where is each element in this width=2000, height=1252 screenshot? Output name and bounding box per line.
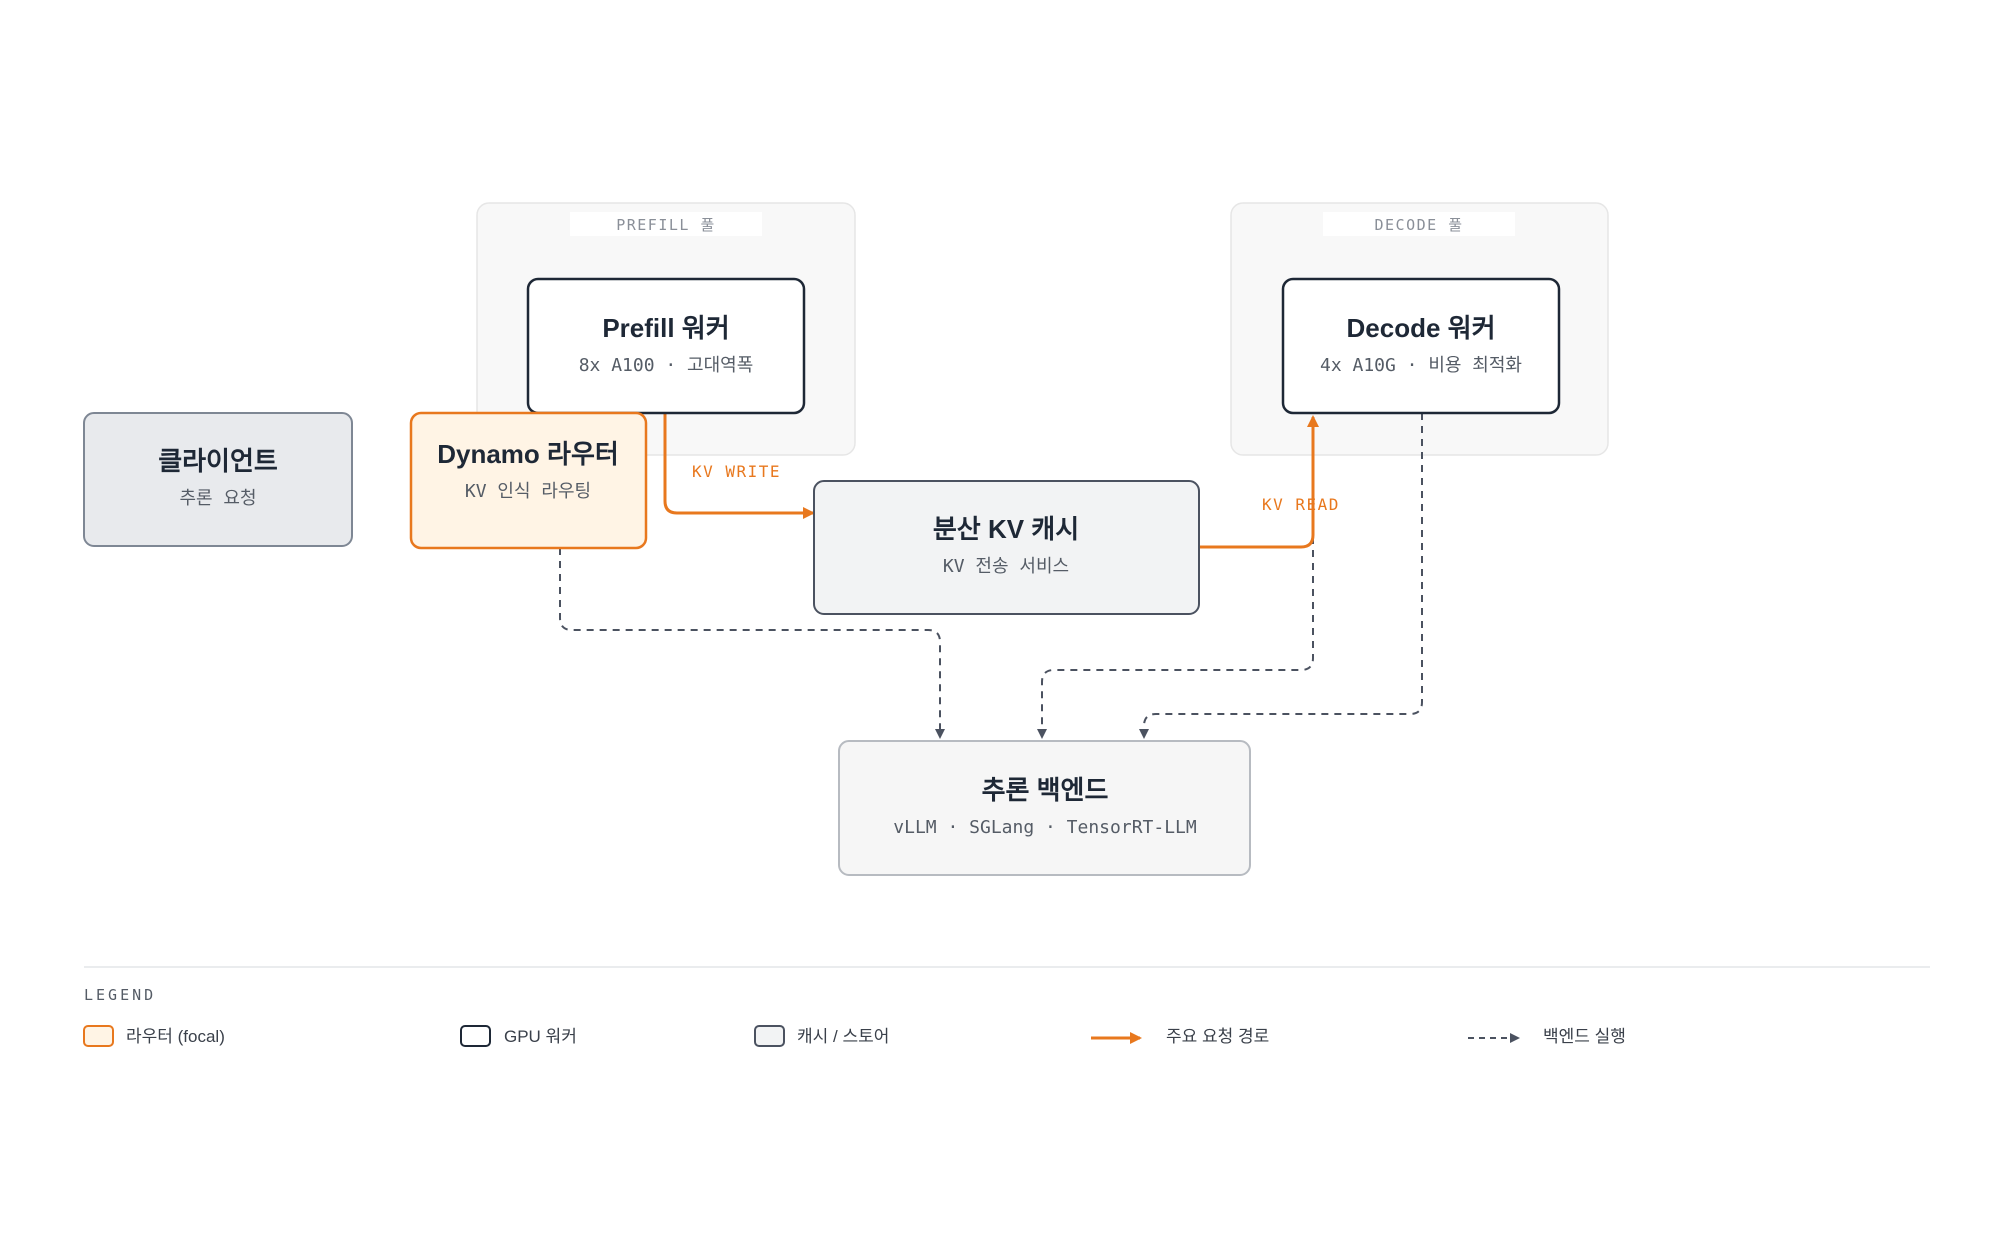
legend-backend-exec-label: 백엔드 실행	[1543, 1027, 1626, 1046]
decode-worker-title: Decode 워커	[1347, 313, 1496, 343]
kv-write-label: KV WRITE	[692, 462, 781, 481]
legend-item-cache: 캐시 / 스토어	[754, 1025, 889, 1047]
legend-gpu-swatch	[460, 1025, 491, 1047]
legend-item-gpu: GPU 워커	[460, 1025, 577, 1047]
router-node: Dynamo 라우터 KV 인식 라우팅	[409, 411, 648, 550]
prefill-pool-label: PREFILL 풀	[616, 216, 716, 234]
router-subtitle: KV 인식 라우팅	[465, 481, 591, 502]
kv-cache-title: 분산 KV 캐시	[933, 514, 1079, 544]
router-title: Dynamo 라우터	[437, 439, 619, 469]
legend-router-swatch	[83, 1025, 114, 1047]
prefill-worker-title: Prefill 워커	[602, 313, 729, 343]
prefill-worker-subtitle: 8x A100 · 고대역폭	[579, 355, 754, 376]
edge-prefill-to-kvcache	[663, 413, 815, 519]
prefill-worker-node: Prefill 워커 8x A100 · 고대역폭	[526, 277, 806, 415]
kv-cache-subtitle: KV 전송 서비스	[943, 556, 1069, 577]
client-title: 클라이언트	[158, 446, 278, 476]
legend: LEGEND 라우터 (focal) GPU 워커 캐시 / 스토어 주요 요청…	[83, 966, 1930, 1047]
decode-pool-label: DECODE 풀	[1374, 216, 1463, 234]
legend-gpu-label: GPU 워커	[504, 1027, 577, 1046]
backend-node: 추론 백엔드 vLLM · SGLang · TensorRT-LLM	[838, 740, 1251, 876]
legend-main-path-label: 주요 요청 경로	[1166, 1027, 1269, 1046]
kv-read-label: KV READ	[1262, 495, 1340, 514]
backend-subtitle: vLLM · SGLang · TensorRT-LLM	[893, 817, 1197, 838]
edge-decode-to-backend-b	[1139, 413, 1423, 739]
decode-worker-node: Decode 워커 4x A10G · 비용 최적화	[1281, 277, 1561, 415]
edge-decode-to-backend-a	[1037, 420, 1314, 739]
edge-kvcache-to-decode	[1199, 415, 1319, 549]
legend-item-router: 라우터 (focal)	[83, 1025, 225, 1047]
legend-router-label: 라우터 (focal)	[126, 1027, 225, 1046]
kv-cache-node: 분산 KV 캐시 KV 전송 서비스	[813, 480, 1200, 615]
legend-cache-label: 캐시 / 스토어	[797, 1027, 889, 1046]
client-subtitle: 추론 요청	[179, 488, 256, 509]
legend-item-backend-exec: 백엔드 실행	[1468, 1027, 1626, 1046]
client-node: 클라이언트 추론 요청	[83, 412, 353, 547]
legend-cache-swatch	[754, 1025, 785, 1047]
legend-title: LEGEND	[84, 986, 156, 1004]
edge-router-to-backend	[559, 548, 945, 739]
backend-title: 추론 백엔드	[982, 775, 1109, 805]
decode-worker-subtitle: 4x A10G · 비용 최적화	[1320, 355, 1522, 376]
legend-item-main-path: 주요 요청 경로	[1091, 1027, 1269, 1046]
